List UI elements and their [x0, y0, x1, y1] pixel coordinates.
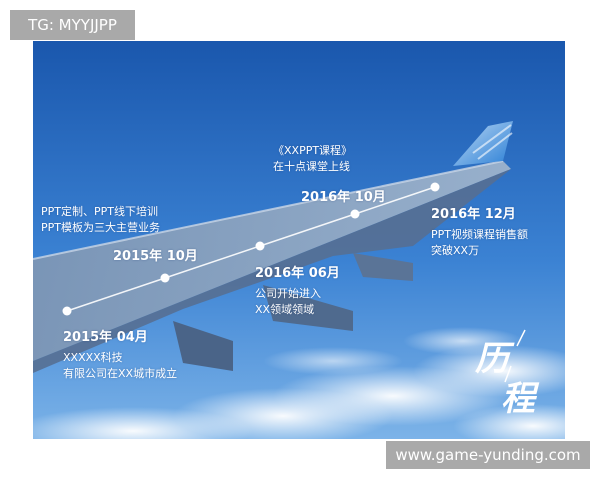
milestone-5-year: 2016年 12月 — [431, 207, 516, 222]
timeline-dot-1 — [62, 306, 72, 316]
milestone-3-desc-line-2: XX领域领域 — [255, 303, 315, 316]
title-char-1: 历 — [475, 339, 509, 379]
milestone-4-desc-line-2: 在十点课堂上线 — [273, 160, 350, 173]
title-brush-strokes — [504, 329, 526, 383]
milestone-3-year: 2016年 06月 — [255, 266, 340, 281]
milestone-4-desc-line-1: 《XXPPT课程》 — [273, 144, 353, 157]
milestone-2-year: 2015年 10月 — [113, 249, 198, 264]
title-char-2: 程 — [501, 379, 535, 419]
milestone-3-desc-line-1: 公司开始进入 — [255, 287, 321, 300]
clouds — [33, 327, 565, 439]
timeline-dot-4 — [350, 209, 360, 219]
timeline-dot-3 — [255, 241, 265, 251]
watermark-bottom: www.game-yunding.com — [386, 441, 590, 469]
milestone-1-desc-line-2: 有限公司在XX城市成立 — [63, 367, 178, 380]
airplane-wing-background — [33, 41, 565, 439]
timeline-photo: 2015年 04月 XXXXX科技 有限公司在XX城市成立 PPT定制、PPT线… — [33, 41, 565, 439]
milestone-5-desc-line-2: 突破XX万 — [431, 244, 480, 257]
milestone-2-desc-line-1: PPT定制、PPT线下培训 — [41, 205, 158, 218]
watermark-top: TG: MYYJJPP — [10, 10, 135, 40]
watermark-bottom-text: www.game-yunding.com — [395, 446, 581, 464]
milestone-1-year: 2015年 04月 — [63, 330, 148, 345]
timeline-dot-2 — [160, 273, 170, 283]
timeline-dot-5 — [430, 182, 440, 192]
milestone-5-desc-line-1: PPT视频课程销售额 — [431, 228, 528, 241]
milestone-2-desc-line-2: PPT模板为三大主营业务 — [41, 221, 160, 234]
milestone-1-desc-line-1: XXXXX科技 — [63, 351, 123, 364]
milestone-4-year: 2016年 10月 — [301, 190, 386, 205]
watermark-top-text: TG: MYYJJPP — [28, 16, 117, 34]
